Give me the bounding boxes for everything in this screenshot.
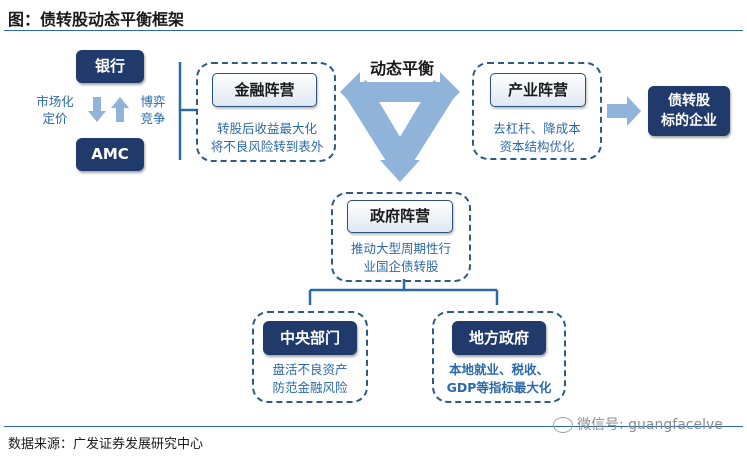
top-rule bbox=[4, 30, 743, 31]
wechat-icon bbox=[553, 417, 573, 433]
market-pricing-label: 市场化定价 bbox=[36, 94, 74, 126]
bracket-connector bbox=[178, 62, 197, 160]
outcome-box: 债转股标的企业 bbox=[648, 86, 730, 136]
right-arrow-icon bbox=[607, 96, 641, 126]
dynamic-balance-label: 动态平衡 bbox=[369, 59, 434, 78]
industry-camp-notes: 去杠杆、降成本资本结构优化 bbox=[493, 121, 581, 154]
finance-camp-title: 金融阵营 bbox=[212, 73, 317, 107]
government-camp-notes: 推动大型周期性行业国企债转股 bbox=[350, 241, 451, 274]
up-arrow-icon bbox=[111, 97, 129, 122]
bank-box: 银行 bbox=[76, 50, 144, 83]
source-note: 数据来源：广发证券发展研究中心 bbox=[8, 437, 204, 452]
balance-triangle bbox=[340, 72, 460, 182]
local-government-group bbox=[432, 311, 566, 403]
game-competition-label: 博弈竞争 bbox=[140, 94, 166, 126]
figure-title: 图：债转股动态平衡框架 bbox=[8, 10, 185, 29]
industry-camp-title: 产业阵营 bbox=[490, 73, 586, 107]
central-department-group bbox=[252, 311, 368, 403]
local-government-notes: 本地就业、税收、GDP等指标最大化 bbox=[446, 362, 552, 395]
government-camp-title: 政府阵营 bbox=[347, 200, 453, 233]
watermark: 微信号: guangfacelve bbox=[553, 414, 723, 434]
industry-camp-group bbox=[472, 62, 602, 160]
bottom-rule bbox=[4, 426, 743, 427]
government-camp-group bbox=[331, 192, 471, 282]
down-arrow-icon bbox=[88, 97, 106, 122]
tree-connector bbox=[308, 279, 499, 305]
finance-camp-group bbox=[196, 62, 336, 162]
local-government-title: 地方政府 bbox=[452, 321, 546, 355]
central-department-title: 中央部门 bbox=[263, 321, 357, 355]
central-department-notes: 盘活不良资产防范金融风险 bbox=[272, 362, 348, 395]
finance-camp-notes: 转股后收益最大化将不良风险转到表外 bbox=[210, 121, 324, 154]
amc-box: AMC bbox=[76, 138, 144, 171]
